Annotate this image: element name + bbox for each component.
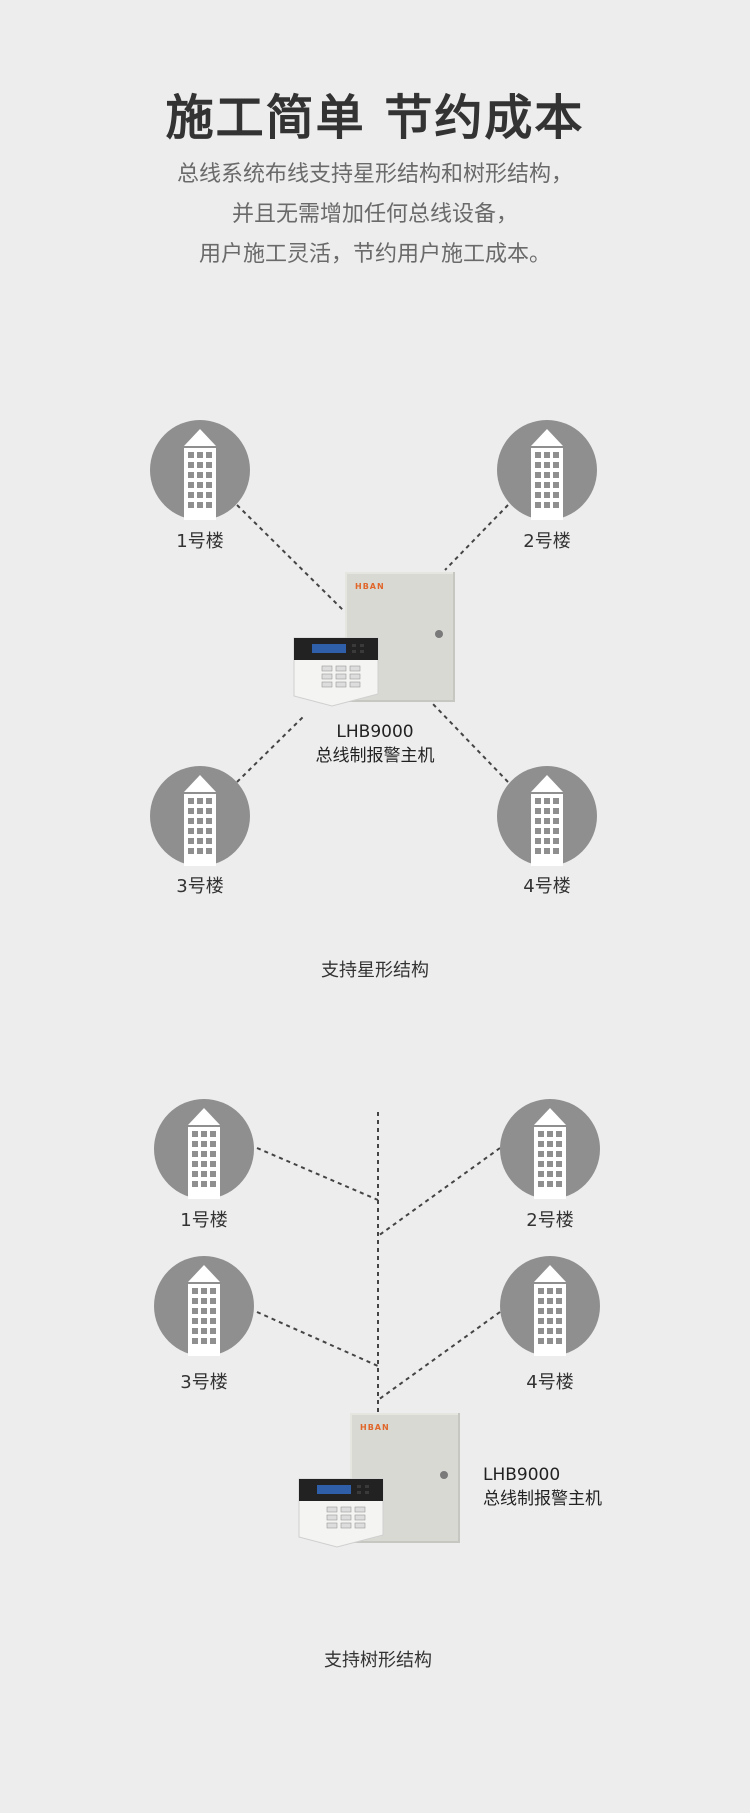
brand-logo: HBAN: [355, 582, 385, 591]
building-icon: [154, 1099, 254, 1199]
lock-icon: [440, 1471, 448, 1479]
building-icon: [154, 1256, 254, 1356]
lock-icon: [435, 630, 443, 638]
tree-host-name: 总线制报警主机: [483, 1487, 663, 1511]
keypad-icon: [297, 1477, 387, 1549]
tree-line-4: [378, 1312, 500, 1400]
building-icon: [150, 420, 250, 520]
building-icon: [150, 766, 250, 866]
brand-logo: HBAN: [360, 1423, 390, 1432]
building-icon: [497, 420, 597, 520]
star-building-1-label: 1号楼: [150, 527, 250, 553]
star-caption: 支持星形结构: [275, 956, 475, 982]
building-icon: [500, 1256, 600, 1356]
star-building-3-label: 3号楼: [150, 872, 250, 898]
tree-line-2: [378, 1148, 500, 1236]
tree-building-4-label: 4号楼: [500, 1368, 600, 1394]
star-line-1: [237, 505, 345, 612]
star-host-name: 总线制报警主机: [300, 744, 450, 768]
tree-host-model: LHB9000: [483, 1463, 663, 1487]
tree-caption: 支持树形结构: [278, 1646, 478, 1672]
tree-building-3-label: 3号楼: [154, 1368, 254, 1394]
building-icon: [497, 766, 597, 866]
star-building-4-label: 4号楼: [497, 872, 597, 898]
star-host-model: LHB9000: [300, 720, 450, 744]
building-icon: [500, 1099, 600, 1199]
keypad-icon: [292, 636, 382, 708]
tree-building-2-label: 2号楼: [500, 1206, 600, 1232]
star-building-2-label: 2号楼: [497, 527, 597, 553]
tree-line-1: [257, 1148, 378, 1200]
tree-building-1-label: 1号楼: [154, 1206, 254, 1232]
tree-line-3: [257, 1312, 378, 1366]
